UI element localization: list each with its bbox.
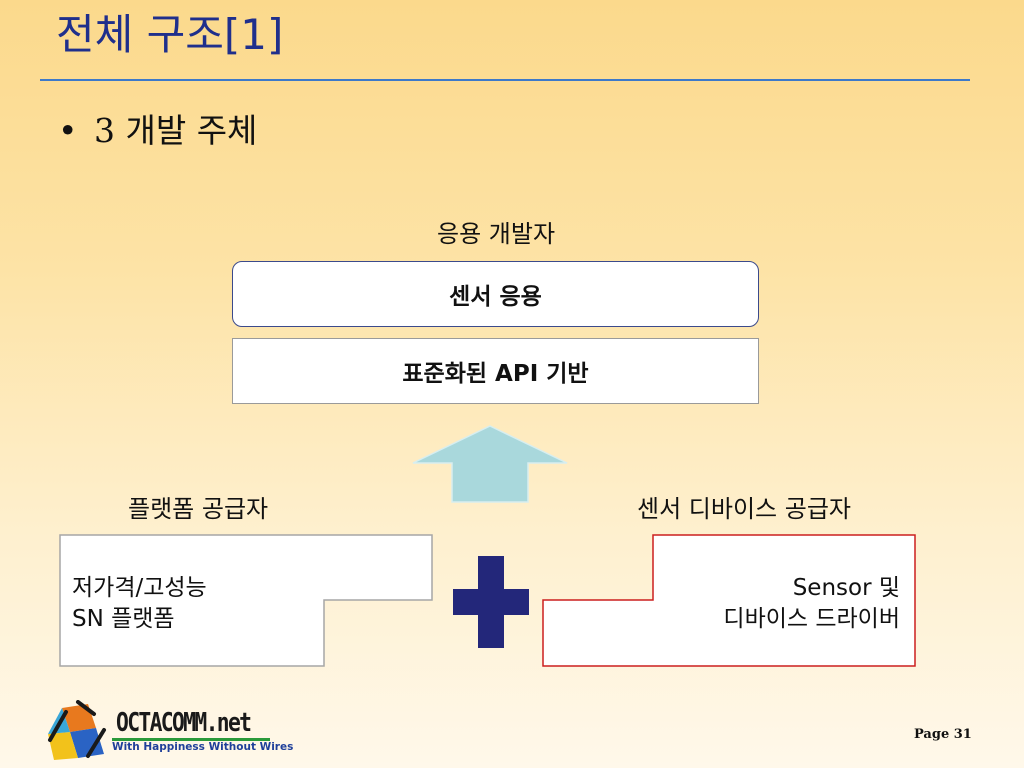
up-arrow-icon [412,425,568,503]
sensor-device-provider-label: 센서 디바이스 공급자 [637,495,851,523]
app-developer-label: 응용 개발자 [437,220,556,248]
slide-title: 전체 구조[1] [56,10,284,59]
sensor-box-line1: Sensor 및 [792,575,900,601]
platform-provider-label: 플랫폼 공급자 [128,495,269,523]
platform-box-line1: 저가격/고성능 [72,575,207,601]
sensor-device-box [542,534,916,667]
sensor-box-line2: 디바이스 드라이버 [723,606,900,632]
logo-tagline: With Happiness Without Wires [112,741,294,753]
title-divider [40,79,970,81]
standard-api-box: 표준화된 API 기반 [232,338,759,404]
logo-underline [112,738,270,741]
sensor-app-box-text: 센서 응용 [449,284,542,310]
octacomm-logo-icon [48,700,106,760]
bullet-item: • 3 개발 주체 [58,104,257,152]
bullet-text: 3 개발 주체 [94,111,258,150]
platform-box-overlay [304,537,414,597]
sensor-app-box: 센서 응용 [232,261,759,327]
plus-icon [453,556,529,648]
standard-api-box-text: 표준화된 API 기반 [402,361,589,387]
platform-box-line2: SN 플랫폼 [72,606,175,632]
page-number: Page 31 [914,727,972,742]
logo-name: OCTACOMM.net [116,708,252,738]
bullet-marker: • [58,111,78,150]
